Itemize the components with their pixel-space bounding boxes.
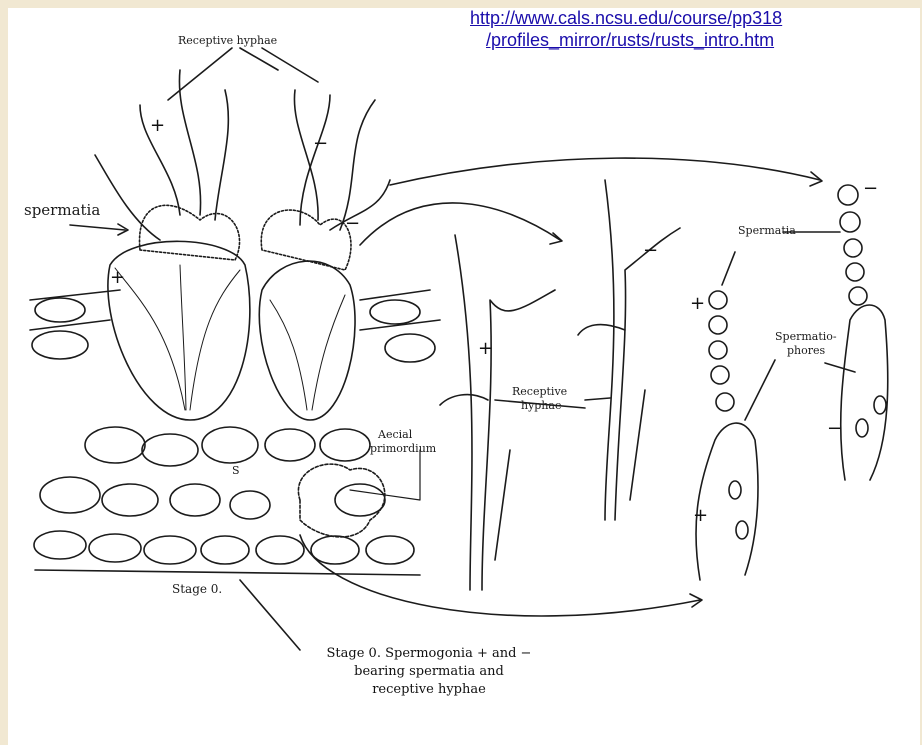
plus-sign: + [693, 505, 708, 526]
plus-sign: + [690, 293, 705, 314]
aecial-label-line1: Aecial [378, 428, 412, 442]
spermatiophores-label-line1: Spermatio- [775, 330, 837, 344]
hypha-middle-right [605, 180, 614, 520]
arrow-to-spermatiophore [300, 535, 700, 616]
plus-sign: + [478, 338, 493, 359]
spermatia-left-label: spermatia [24, 203, 100, 217]
minus-sign: − [643, 240, 658, 261]
spermogonium-right [259, 261, 355, 420]
aecial-label-line2: primordium [370, 442, 436, 456]
minus-sign: − [345, 213, 360, 234]
spermatia-right-label: Spermatia [738, 224, 796, 238]
stage-label: Stage 0. [172, 582, 222, 596]
pointer-line [168, 48, 232, 100]
spermatia-mass-right [261, 210, 351, 270]
spermatiophore-left [696, 423, 758, 580]
spermatiophores-label-line2: phores [787, 344, 825, 358]
caption-line-1: Stage 0. Spermogonia + and − [264, 645, 594, 663]
figure-caption: Stage 0. Spermogonia + and − bearing spe… [264, 645, 594, 699]
hypha-middle-left [455, 235, 472, 590]
minus-sign: − [863, 178, 878, 199]
caption-line-3: receptive hyphae [264, 681, 594, 699]
spermogonium-left [108, 241, 250, 420]
spermatiophore-right [841, 305, 888, 480]
minus-sign: − [827, 418, 842, 439]
receptive-hyphae-mid-line1: Receptive [512, 385, 567, 399]
small-s-label: S [232, 464, 240, 478]
caption-line-2: bearing spermatia and [264, 663, 594, 681]
arrow-to-hypha [360, 203, 560, 245]
minus-sign: − [313, 133, 328, 154]
aecial-primordium [298, 464, 384, 537]
receptive-hyphae-top-label: Receptive hyphae [178, 34, 277, 48]
spermatia-mass-left [140, 205, 240, 260]
plus-sign: + [110, 267, 125, 288]
receptive-hyphae-mid-line2: hyphae [521, 399, 562, 413]
plus-sign: + [150, 115, 165, 136]
